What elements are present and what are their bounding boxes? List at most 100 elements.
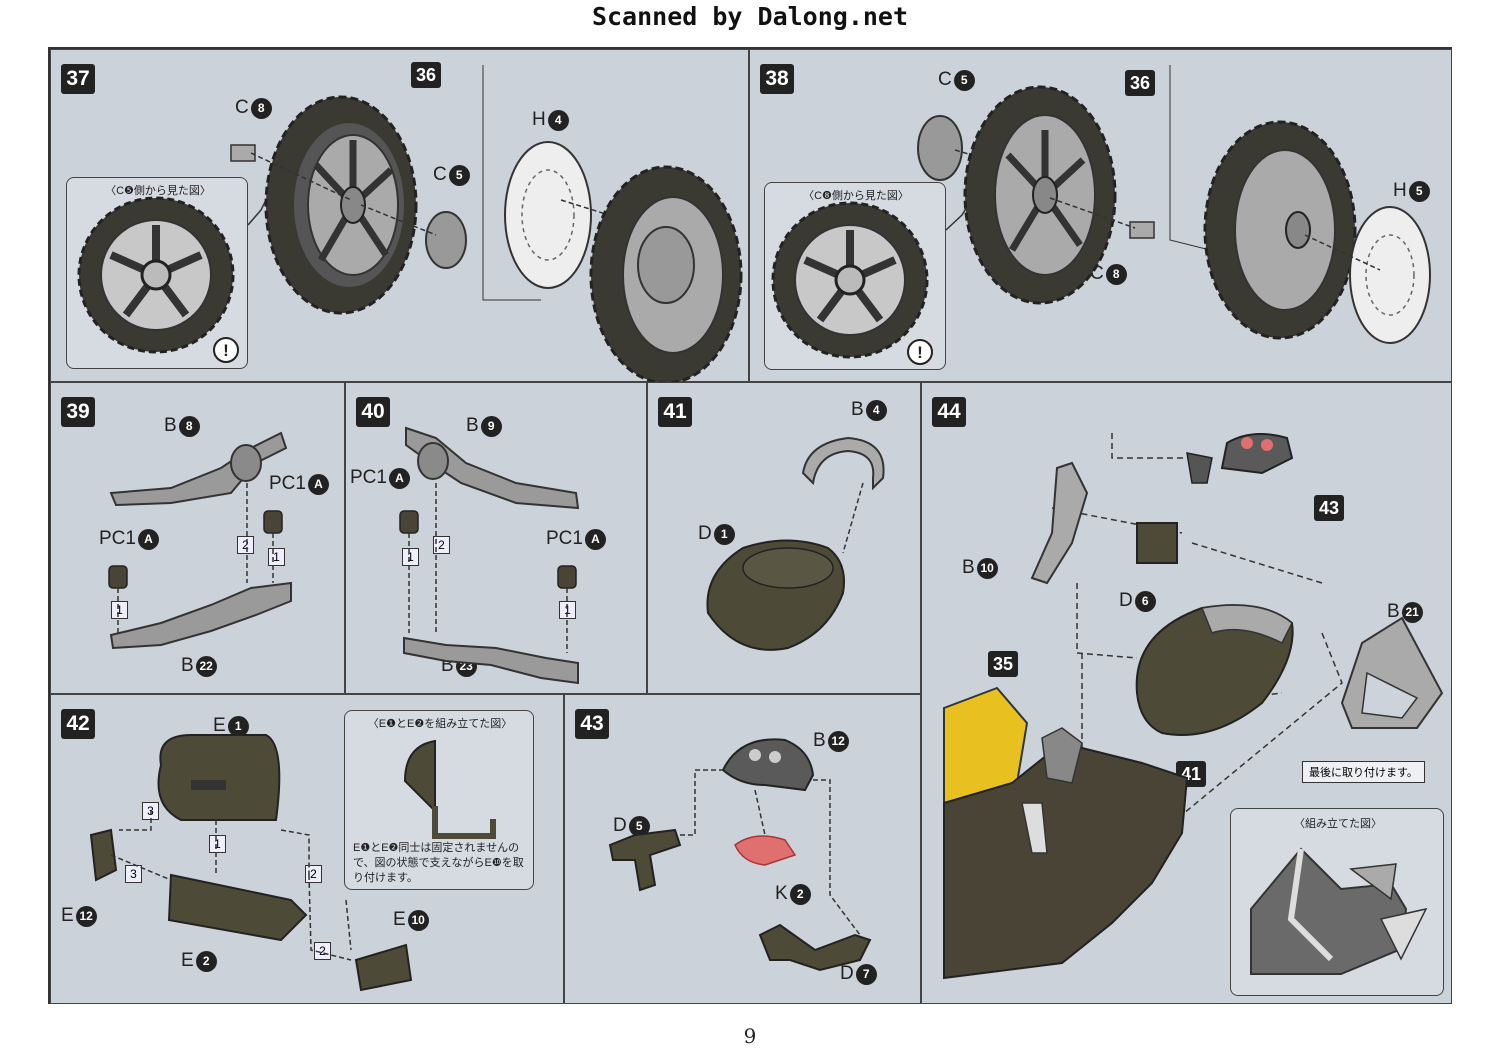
inset-caption: 〈C❽側から見た図〉	[803, 190, 909, 202]
axle-part-c8	[1129, 221, 1155, 239]
sequence-2-marker: 2	[433, 536, 450, 554]
sequence-1-marker: 1	[209, 835, 226, 853]
sequence-1-marker: 1	[559, 601, 576, 619]
sequence-2-marker: 2	[314, 942, 331, 960]
tray-e2	[167, 873, 308, 942]
wheel-icon	[1203, 120, 1357, 340]
wheel-icon	[963, 85, 1117, 305]
assembled-view-artwork	[1250, 847, 1428, 975]
part-35-badge: 35	[988, 651, 1018, 677]
brake-disc-h5	[1349, 206, 1431, 344]
inset-caption: 〈E❶とE❷を組み立てた図〉	[367, 718, 513, 730]
cover-e1	[157, 734, 281, 821]
scan-watermark: Scanned by Dalong.net	[591, 2, 909, 31]
axle-part-c8	[230, 144, 256, 162]
step-41-number: 41	[658, 397, 692, 427]
polycap-right	[557, 565, 577, 589]
sequence-2-marker: 2	[237, 536, 254, 554]
hub-cap-c5	[425, 211, 467, 269]
headlight-part-43	[1220, 433, 1294, 475]
seat-part-41	[1135, 604, 1294, 736]
step-44-number: 44	[932, 397, 966, 427]
svg-text:!: !	[917, 343, 923, 362]
part-d6	[1136, 522, 1178, 564]
sequence-3-marker: 3	[125, 865, 142, 883]
step-41-artwork	[706, 436, 885, 651]
attach-last-callout: 最後に取り付けます。	[1302, 761, 1425, 783]
inset-note: E❶とE❷同士は固定されませんので、図の状態で支えながらE❿を取り付けます。	[353, 842, 524, 884]
cap-e10	[354, 943, 413, 992]
part-43-badge: 43	[1314, 495, 1344, 521]
inset-caption: 〈組み立てた図〉	[1294, 818, 1382, 830]
step-39-number: 39	[61, 397, 95, 427]
step-42-number: 42	[61, 709, 95, 739]
step-42-artwork	[89, 734, 413, 992]
step-37-number: 37	[61, 64, 95, 94]
step-40-number: 40	[356, 397, 390, 427]
hub-cap-c5	[917, 115, 963, 181]
bracket-e12	[89, 828, 118, 882]
page-number: 9	[743, 1024, 757, 1048]
lower-bracket-b23	[403, 636, 579, 685]
tire-icon	[77, 196, 235, 354]
part-36-badge: 36	[411, 62, 441, 88]
arm-d7	[758, 923, 872, 972]
brake-disc-h4	[504, 141, 592, 289]
frame-b10	[1030, 461, 1089, 585]
wheel-icon	[264, 95, 418, 315]
warning-icon	[213, 337, 239, 363]
tire-icon	[771, 201, 929, 359]
handle-b4	[801, 436, 885, 491]
assembled-e1-e2-inset: 〈E❶とE❷を組み立てた図〉 E❶とE❷同士は固定されませんので、図の状態で支え…	[344, 710, 534, 890]
step-43-artwork	[608, 738, 872, 972]
arm-d5	[608, 828, 682, 892]
step-44-artwork	[943, 433, 1444, 980]
lower-bracket-b22	[109, 581, 292, 650]
headlight-housing-b12	[721, 738, 815, 792]
polycap-right	[263, 510, 283, 534]
step-38-number: 38	[760, 64, 794, 94]
step-40-artwork	[399, 426, 580, 685]
assembled-view-inset: 〈組み立てた図〉	[1230, 808, 1444, 996]
polycap-left	[399, 510, 419, 534]
sequence-1-marker: 1	[402, 548, 419, 566]
sequence-1-marker: 1	[111, 601, 128, 619]
polycap-left	[108, 565, 128, 589]
svg-text:!: !	[223, 341, 229, 360]
inset-caption: 〈C❺側から見た図〉	[105, 185, 211, 197]
step-38-artwork: !	[771, 65, 1431, 365]
wheel-icon	[589, 165, 743, 385]
